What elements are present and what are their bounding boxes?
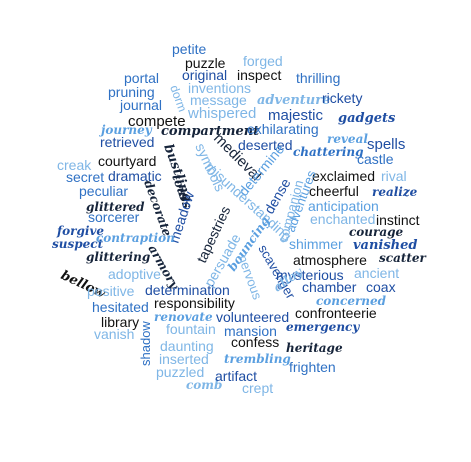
word-trembling: trembling	[224, 352, 291, 366]
word-majestic: majestic	[268, 107, 324, 124]
word-realize: realize	[372, 185, 418, 199]
word-glittered: glittered	[86, 200, 145, 214]
word-scatter: scatter	[379, 251, 428, 265]
word-determination: determination	[145, 282, 230, 298]
word-artifact: artifact	[215, 368, 257, 384]
word-heritage: heritage	[286, 341, 343, 355]
word-thrilling: thrilling	[296, 70, 340, 86]
word-rival: rival	[381, 168, 407, 184]
word-original: original	[182, 67, 227, 83]
word-hesitated: hesitated	[92, 299, 149, 315]
word-deserted: deserted	[238, 137, 292, 153]
word-gadgets: gadgets	[338, 111, 396, 126]
word-daunting: daunting	[160, 338, 214, 354]
word-rickety: rickety	[322, 90, 362, 106]
word-message: message	[190, 92, 247, 108]
word-atmosphere: atmosphere	[293, 252, 367, 268]
word-dorm: dorm	[167, 83, 190, 113]
word-anticipation: anticipation	[308, 198, 379, 214]
word-courage: courage	[349, 225, 404, 239]
word-adoptive: adoptive	[108, 266, 161, 282]
word-reveal: reveal	[327, 132, 368, 146]
word-creak: creak	[57, 157, 92, 173]
word-inspect: inspect	[237, 67, 281, 83]
word-petite: petite	[172, 41, 206, 57]
word-vanished: vanished	[353, 238, 418, 253]
word-confronteerie: confronteerie	[295, 305, 377, 321]
word-puzzled: puzzled	[156, 364, 204, 380]
word-renovate: renovate	[154, 310, 213, 324]
word-emergency: emergency	[286, 320, 360, 334]
word-sorcerer: sorcerer	[88, 209, 140, 225]
word-castle: castle	[357, 151, 394, 167]
word-forged: forged	[243, 53, 283, 69]
word-glittering: glittering	[86, 250, 150, 264]
word-shadow: shadow	[138, 321, 153, 366]
word-forgive: forgive	[56, 224, 104, 238]
word-whispered: whispered	[187, 105, 256, 122]
word-enchanted: enchanted	[310, 211, 375, 227]
word-retrieved: retrieved	[100, 134, 154, 150]
word-crept: crept	[242, 380, 273, 396]
word-coax: coax	[366, 279, 396, 295]
word-mansion: mansion	[224, 323, 277, 339]
word-fountain: fountain	[166, 321, 216, 337]
word-portal: portal	[124, 70, 159, 86]
word-journal: journal	[119, 97, 162, 113]
word-inventions: inventions	[188, 80, 251, 96]
word-suspect: suspect	[52, 237, 104, 251]
word-confess: confess	[231, 334, 279, 350]
word-compartment: compartment	[161, 124, 259, 139]
word-adventure: adventure	[257, 93, 330, 108]
word-instinct: instinct	[376, 212, 420, 228]
word-secret: secret	[66, 169, 104, 185]
word-chattering: chattering	[293, 145, 364, 159]
word-journey: journey	[99, 123, 153, 137]
word-mysterious: mysterious	[276, 267, 344, 283]
word-chamber: chamber	[302, 279, 357, 295]
word-ancient: ancient	[354, 265, 399, 281]
word-comb: comb	[186, 378, 222, 392]
word-frighten: frighten	[289, 359, 336, 375]
word-compete: compete	[128, 113, 186, 130]
word-vanish: vanish	[94, 326, 134, 342]
word-volunteered: volunteered	[216, 309, 289, 325]
word-cheerful: cheerful	[309, 183, 359, 199]
word-courtyard: courtyard	[98, 153, 156, 169]
word-library: library	[101, 314, 139, 330]
word-exhilarating: exhilarating	[247, 121, 319, 137]
word-positive: positive	[87, 283, 135, 299]
word-inserted: inserted	[159, 351, 209, 367]
word-dramatic: dramatic	[108, 168, 162, 184]
word-pruning: pruning	[108, 84, 155, 100]
word-contraption: contraption	[96, 231, 175, 245]
word-peculiar: peculiar	[79, 183, 128, 199]
word-exclaimed: exclaimed	[312, 168, 375, 184]
word-nervous: nervous	[235, 253, 265, 302]
word-puzzle: puzzle	[185, 55, 226, 71]
word-concerned: concerned	[316, 294, 387, 308]
word-spells: spells	[367, 136, 405, 153]
word-cloud-words: petite puzzle forged original inspect th…	[52, 41, 428, 396]
word-responsibility: responsibility	[154, 295, 235, 311]
word-shimmer: shimmer	[289, 236, 343, 252]
